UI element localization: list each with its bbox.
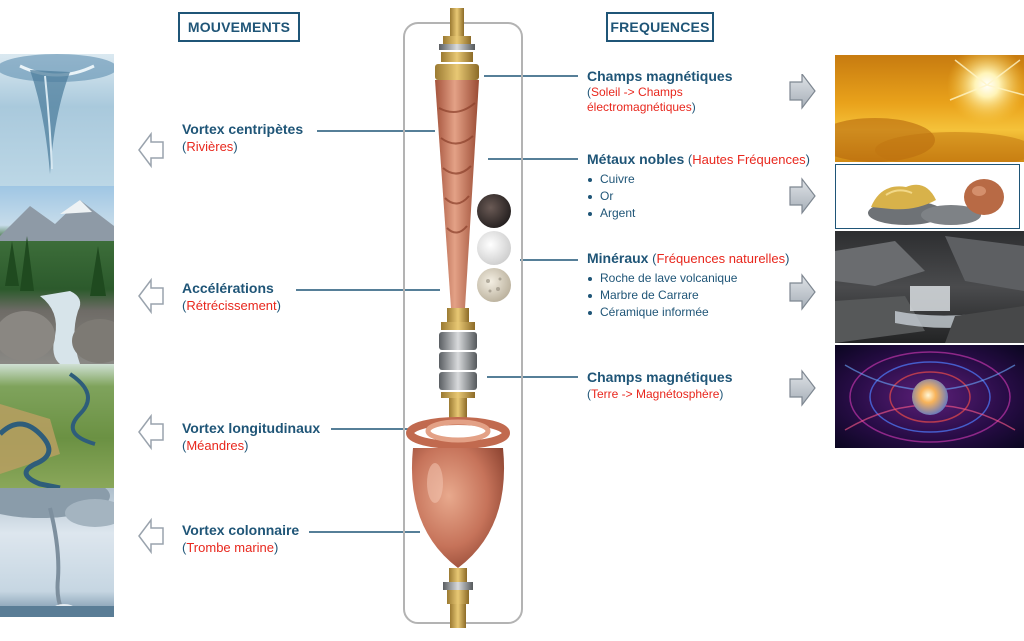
ceramic-sphere [477, 268, 511, 302]
arrow-right-icon [789, 273, 816, 311]
right-item-champs-soleil: Champs magnétiques (Soleil -> Champs éle… [587, 68, 787, 115]
river-canyon-photo [0, 186, 114, 364]
item-title: Champs magnétiques [587, 68, 733, 84]
item-subtitle: (Méandres) [182, 438, 249, 453]
lava-rock-sphere [477, 194, 511, 228]
item-title: Champs magnétiques [587, 369, 733, 385]
mineral-spheres [477, 194, 511, 302]
sun-photo [835, 55, 1024, 162]
arrow-right-icon [789, 177, 816, 215]
vortex-device-illustration [403, 8, 523, 628]
noble-metals-photo [835, 164, 1020, 229]
arrow-left-icon [138, 413, 164, 451]
arrow-left-icon [138, 277, 164, 315]
list-item: Marbre de Carrare [587, 287, 817, 304]
arrow-right-icon [789, 74, 816, 110]
item-title-row: Minéraux (Fréquences naturelles) [587, 250, 790, 266]
arrow-left-icon [138, 517, 164, 555]
list-item: Argent [587, 205, 817, 222]
list-item: Céramique informée [587, 304, 817, 321]
right-arrows [789, 74, 816, 407]
right-item-mineraux: Minéraux (Fréquences naturelles) Roche d… [587, 250, 817, 321]
item-subtitle: (Rivières) [182, 139, 238, 154]
item-title: Vortex longitudinaux [182, 420, 321, 436]
meanders-photo [0, 364, 114, 488]
item-title: Vortex colonnaire [182, 522, 300, 538]
left-item-accelerations: Accélérations (Rétrécissement) [182, 280, 281, 314]
left-item-vortex-colonnaire: Vortex colonnaire (Trombe marine) [182, 522, 299, 556]
list-item: Or [587, 188, 817, 205]
left-item-vortex-longitudinaux: Vortex longitudinaux (Méandres) [182, 420, 320, 454]
list-item: Roche de lave volcanique [587, 270, 817, 287]
arrow-right-icon [789, 369, 816, 407]
left-photo-strip [0, 54, 114, 617]
left-arrows [138, 131, 164, 555]
item-subtitle: (Soleil -> Champs [587, 85, 683, 99]
item-subtitle-line2: électromagnétiques) [587, 100, 696, 114]
waterspout-photo [0, 488, 114, 617]
mineraux-list: Roche de lave volcanique Marbre de Carra… [587, 270, 817, 321]
carrara-marble-sphere [477, 231, 511, 265]
left-item-vortex-centripetes: Vortex centripètes (Rivières) [182, 121, 303, 155]
right-item-metaux-nobles: Métaux nobles (Hautes Fréquences) Cuivre… [587, 151, 817, 222]
list-item: Cuivre [587, 171, 817, 188]
item-subtitle: (Trombe marine) [182, 540, 279, 555]
mouvements-header: MOUVEMENTS [178, 12, 300, 42]
whirlpool-photo [0, 54, 114, 186]
magnetosphere-photo [835, 345, 1024, 448]
metaux-list: Cuivre Or Argent [587, 171, 817, 222]
item-title: Vortex centripètes [182, 121, 304, 137]
arrow-left-icon [138, 131, 164, 169]
rocks-waterfall-photo [835, 231, 1024, 343]
item-subtitle: (Rétrécissement) [182, 298, 281, 313]
item-subtitle: (Terre -> Magnétosphère) [587, 387, 724, 401]
right-item-champs-terre: Champs magnétiques (Terre -> Magnétosphè… [587, 369, 787, 403]
item-title-row: Métaux nobles (Hautes Fréquences) [587, 151, 811, 167]
frequences-header: FREQUENCES [606, 12, 714, 42]
item-title: Accélérations [182, 280, 274, 296]
